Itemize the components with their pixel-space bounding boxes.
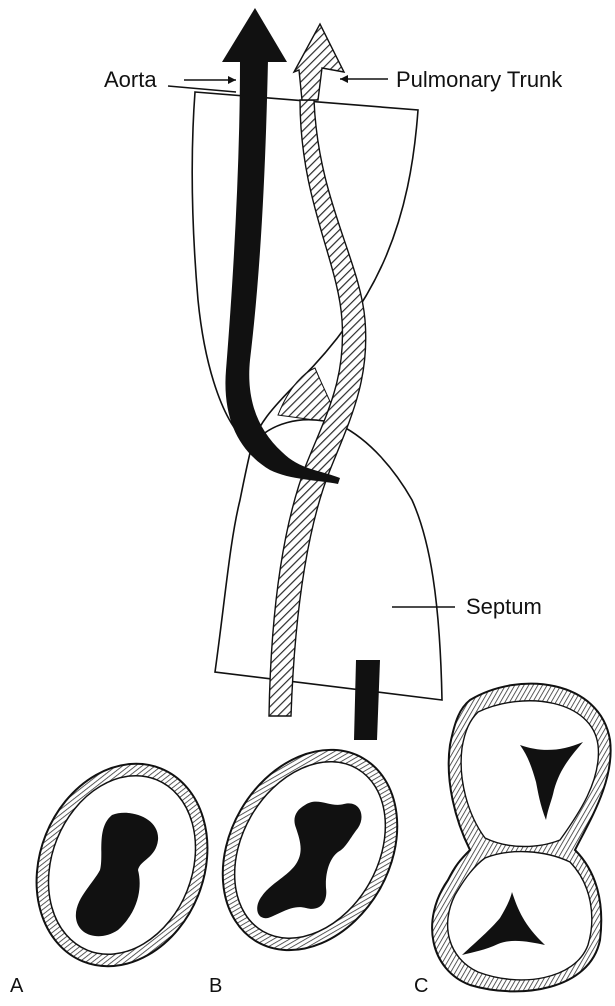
septum-top-lip bbox=[168, 86, 236, 92]
aorta-tail bbox=[354, 660, 380, 740]
septum-label: Septum bbox=[466, 594, 542, 619]
pulmonary-leader-tip bbox=[340, 75, 348, 83]
aorta-leader-tip bbox=[228, 76, 236, 84]
cross-section-b bbox=[188, 718, 433, 982]
aorta-arrowhead-icon bbox=[222, 8, 287, 62]
cross-section-a bbox=[7, 738, 237, 992]
spiral-septum bbox=[168, 86, 442, 700]
panel-c-label: C bbox=[414, 975, 428, 997]
pulmonary-trunk-arrowhead-icon bbox=[294, 24, 344, 100]
pulmonary-trunk-label: Pulmonary Trunk bbox=[396, 67, 563, 92]
cross-section-c bbox=[432, 684, 611, 992]
panel-a-label: A bbox=[10, 975, 24, 997]
panel-b-label: B bbox=[209, 975, 222, 997]
aorta-label: Aorta bbox=[104, 67, 157, 92]
